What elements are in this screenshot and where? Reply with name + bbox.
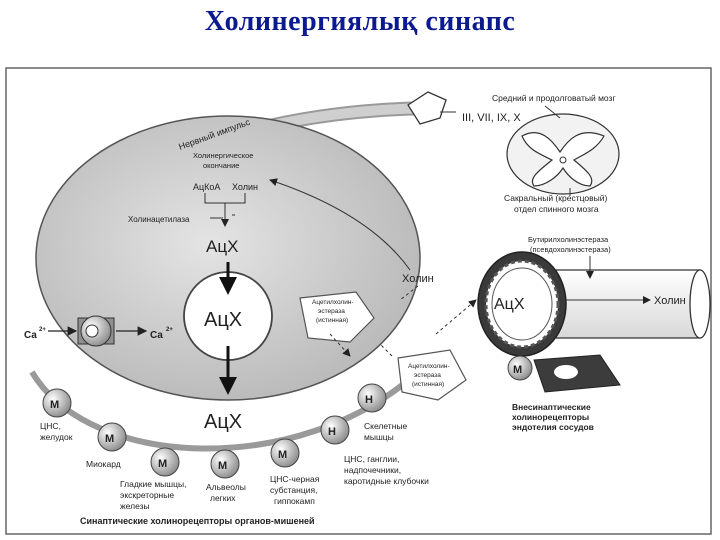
sacral-label-2: отдел спинного мозга (514, 204, 599, 214)
buche-label-2: (псевдохолинэстераза) (530, 245, 611, 254)
organ-ganglia-1: ЦНС, ганглии, (344, 454, 399, 464)
ache-true-label-1: Ацетилхолин- (312, 299, 354, 306)
brain-label: Средний и продолговатый мозг (492, 93, 616, 103)
ach-label-cleft: АцХ (204, 411, 242, 433)
calcium-channel (77, 315, 115, 347)
blood-vessel (477, 251, 711, 357)
organ-cns-stomach-2: желудок (40, 432, 73, 442)
organ-skeletal-2: мышцы (364, 432, 394, 442)
receptor-m1 (42, 388, 72, 418)
brain-nucleus-icon (407, 91, 447, 125)
m1-label: M (50, 399, 59, 411)
chat-enzyme-label: Холинацетилаза (128, 215, 190, 224)
ache-second-label-2: эстераза (414, 372, 441, 379)
sacral-label: Сакральный (крестцовый) (504, 193, 607, 203)
receptor-m5 (270, 438, 300, 468)
nn-receptor-label: H (365, 394, 373, 406)
ach-label-terminal: АцХ (206, 237, 238, 256)
organ-ganglia-2: надпочечники, (344, 465, 401, 475)
ach-label-vesicle: АцХ (204, 309, 242, 331)
ache-true-label-2: эстераза (318, 308, 345, 315)
organ-cns-black-1: ЦНС-черная (270, 474, 320, 484)
organ-smooth-3: железы (120, 501, 150, 511)
ca-inside-charge: 2+ (166, 327, 173, 333)
receptor-nm2 (320, 415, 350, 445)
organ-smooth-2: экскреторные (120, 490, 174, 500)
m3-label: M (158, 458, 167, 470)
choline-reuptake-arrow (269, 178, 411, 271)
extrasynaptic-label-1: Внесинаптические (512, 402, 591, 412)
figure-caption: Синаптические холинорецепторы органов-ми… (80, 516, 315, 526)
organ-skeletal-1: Скелетные (364, 421, 407, 431)
receptor-m3-vessel (507, 355, 533, 381)
cranial-nerves-label: III, VII, IX, X (462, 112, 521, 124)
receptor-m4 (210, 449, 240, 479)
ache-true-enzyme (299, 291, 375, 343)
extrasynaptic-label-3: эндотелия сосудов (512, 422, 594, 432)
organ-cns-stomach: ЦНС, (40, 421, 61, 431)
organ-smooth-1: Гладкие мышцы, (120, 479, 186, 489)
ache-second-label-3: (истинная) (412, 381, 444, 388)
ache-true-label-3: (истинная) (316, 317, 348, 324)
receptor-m2 (97, 422, 127, 452)
m5-label: M (278, 449, 287, 461)
organ-myocard: Миокард (86, 459, 121, 469)
ending-label-2: окончание (203, 161, 239, 170)
organ-alveoli-1: Альвеолы (206, 482, 246, 492)
ca-outside-charge: 2+ (39, 327, 46, 333)
extrasynaptic-label-2: холинорецепторы (512, 412, 589, 422)
ach-vessel-label: АцХ (494, 296, 525, 313)
receptor-m3 (150, 447, 180, 477)
ca-outside-label: Ca (24, 330, 37, 341)
organ-ganglia-3: каротидные клубочки (344, 476, 429, 486)
choline-label: Холин (402, 273, 434, 285)
choline-vessel-label: Холин (654, 295, 686, 307)
page-title: Холинергиялық синапс (204, 6, 516, 37)
ache-second-label-1: Ацетилхолин- (408, 363, 450, 370)
ending-label-1: Холинергическое (193, 151, 253, 160)
organ-cns-black-3: гиппокамп (274, 496, 315, 506)
m2-label: M (105, 433, 114, 445)
buche-label-1: Бутирилхолинэстераза (528, 235, 609, 244)
nm-receptor-label: H (328, 426, 336, 438)
organ-cns-black-2: субстанция, (270, 485, 317, 495)
acetyl-coa-label: АцКоА (193, 182, 220, 192)
choline-small-label: Холин (232, 182, 258, 192)
organ-alveoli-2: легких (210, 493, 236, 503)
spinal-cord-icon (506, 113, 620, 195)
ache-second-enzyme (397, 349, 467, 401)
m4-label: M (218, 460, 227, 472)
receptor-nm1 (357, 383, 387, 413)
m3-vessel-label: M (513, 364, 522, 376)
ca-inside-label: Ca (150, 330, 163, 341)
